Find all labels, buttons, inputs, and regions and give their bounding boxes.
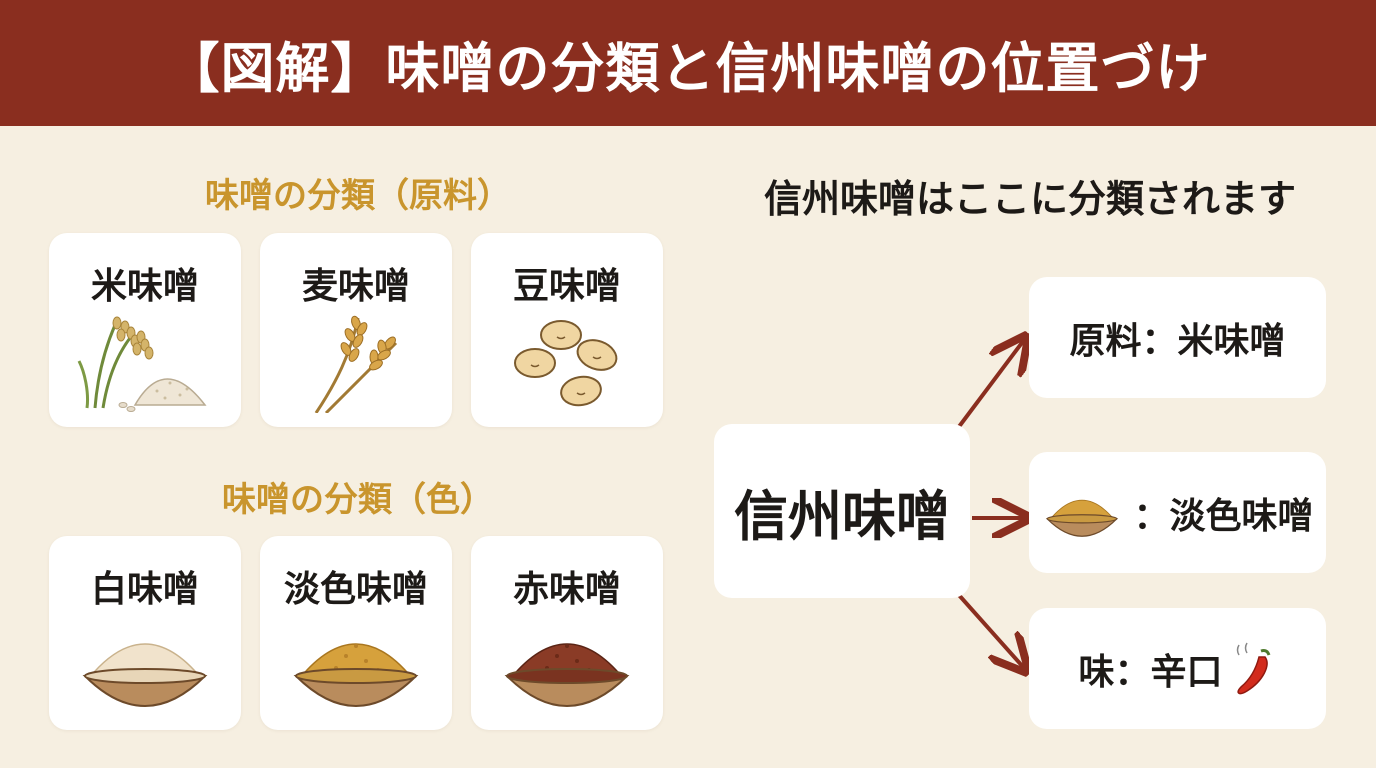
card-label: 赤味噌 [512, 569, 621, 610]
taste-result: 味：辛口 [1078, 651, 1223, 693]
header-banner: 【図解】味噌の分類と信州味噌の位置づけ [0, 0, 1376, 126]
material-section-title: 味噌の分類（原料） [205, 176, 511, 216]
white-miso-bowl-icon [82, 643, 208, 707]
chili-pepper-icon [1236, 642, 1270, 694]
shinshu-miso-box: 信州味噌 [714, 424, 970, 598]
color-result: ：淡色味噌 [1133, 495, 1314, 537]
arrow-to-material [956, 340, 1024, 430]
classification-heading: 信州味噌はここに分類されます [763, 177, 1296, 221]
card-white-miso: 白味噌 [49, 536, 241, 730]
card-soybean-miso: 豆味噌 [471, 233, 663, 427]
red-miso-bowl-icon [504, 643, 630, 707]
material-result-box: 原料：米味噌 [1029, 277, 1326, 398]
card-light-miso: 淡色味噌 [260, 536, 452, 730]
card-label: 白味噌 [90, 569, 199, 610]
page-title: 【図解】味噌の分類と信州味噌の位置づけ [165, 36, 1211, 100]
rice-icon [77, 316, 207, 412]
card-label: 米味噌 [90, 266, 199, 307]
wheat-icon [314, 315, 398, 413]
soybean-icon [514, 320, 618, 407]
material-result: 原料：米味噌 [1069, 320, 1286, 362]
card-label: 豆味噌 [512, 266, 621, 307]
card-label: 麦味噌 [301, 266, 410, 307]
color-section-title: 味噌の分類（色） [222, 480, 494, 520]
center-label: 信州味噌 [734, 484, 950, 548]
light-miso-bowl-icon [293, 643, 419, 707]
card-barley-miso: 麦味噌 [260, 233, 452, 427]
arrow-to-taste [956, 592, 1024, 668]
taste-result-box: 味：辛口 [1029, 608, 1326, 729]
color-result-box: ：淡色味噌 [1029, 452, 1326, 573]
card-red-miso: 赤味噌 [471, 536, 663, 730]
card-label: 淡色味噌 [283, 569, 428, 610]
light-miso-bowl-icon [1046, 499, 1119, 537]
card-rice-miso: 米味噌 [49, 233, 241, 427]
